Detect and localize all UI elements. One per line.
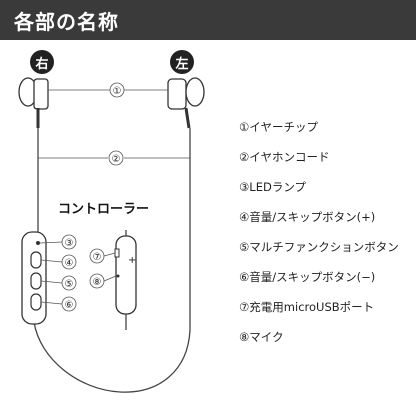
callout-4: ④ [65,258,74,269]
legend-item-volume-down: ⑥音量/スキップボタン(−) [239,270,376,284]
callout-8: ⑧ [93,277,102,288]
page-title: 各部の名称 [14,10,119,34]
callout-1: ① [113,86,122,97]
right-earbud [18,77,49,128]
left-earbud [167,77,205,129]
legend-item-cord: ②イヤホンコード [239,150,330,164]
controller-label: コントローラー [58,202,150,217]
controller-side [114,230,137,330]
legend-item-volume-up: ④音量/スキップボタン(+) [239,210,376,224]
callout-2: ② [112,154,121,165]
legend-item-multifunction: ⑤マルチファンクションボタン [239,240,399,254]
callout-6: ⑥ [65,300,74,311]
legend-item-ear-tip: ①イヤーチップ [239,120,318,134]
legend-item-led: ③LEDランプ [239,180,306,194]
controller-front [21,231,47,325]
right-side-badge: 右 [30,50,54,74]
legend-item-mic: ⑧マイク [239,330,284,344]
parts-legend: ①イヤーチップ ②イヤホンコード ③LEDランプ ④音量/スキップボタン(+) … [239,112,415,352]
left-side-badge: 左 [170,50,194,74]
plus-mark: + [128,255,136,266]
callout-3: ③ [65,238,74,249]
header-bar: 各部の名称 [0,0,416,40]
callout-7: ⑦ [93,252,102,263]
legend-item-usb-port: ⑦充電用microUSBポート [239,300,375,314]
callout-5: ⑤ [65,279,74,290]
main-cable-loop [33,128,191,393]
